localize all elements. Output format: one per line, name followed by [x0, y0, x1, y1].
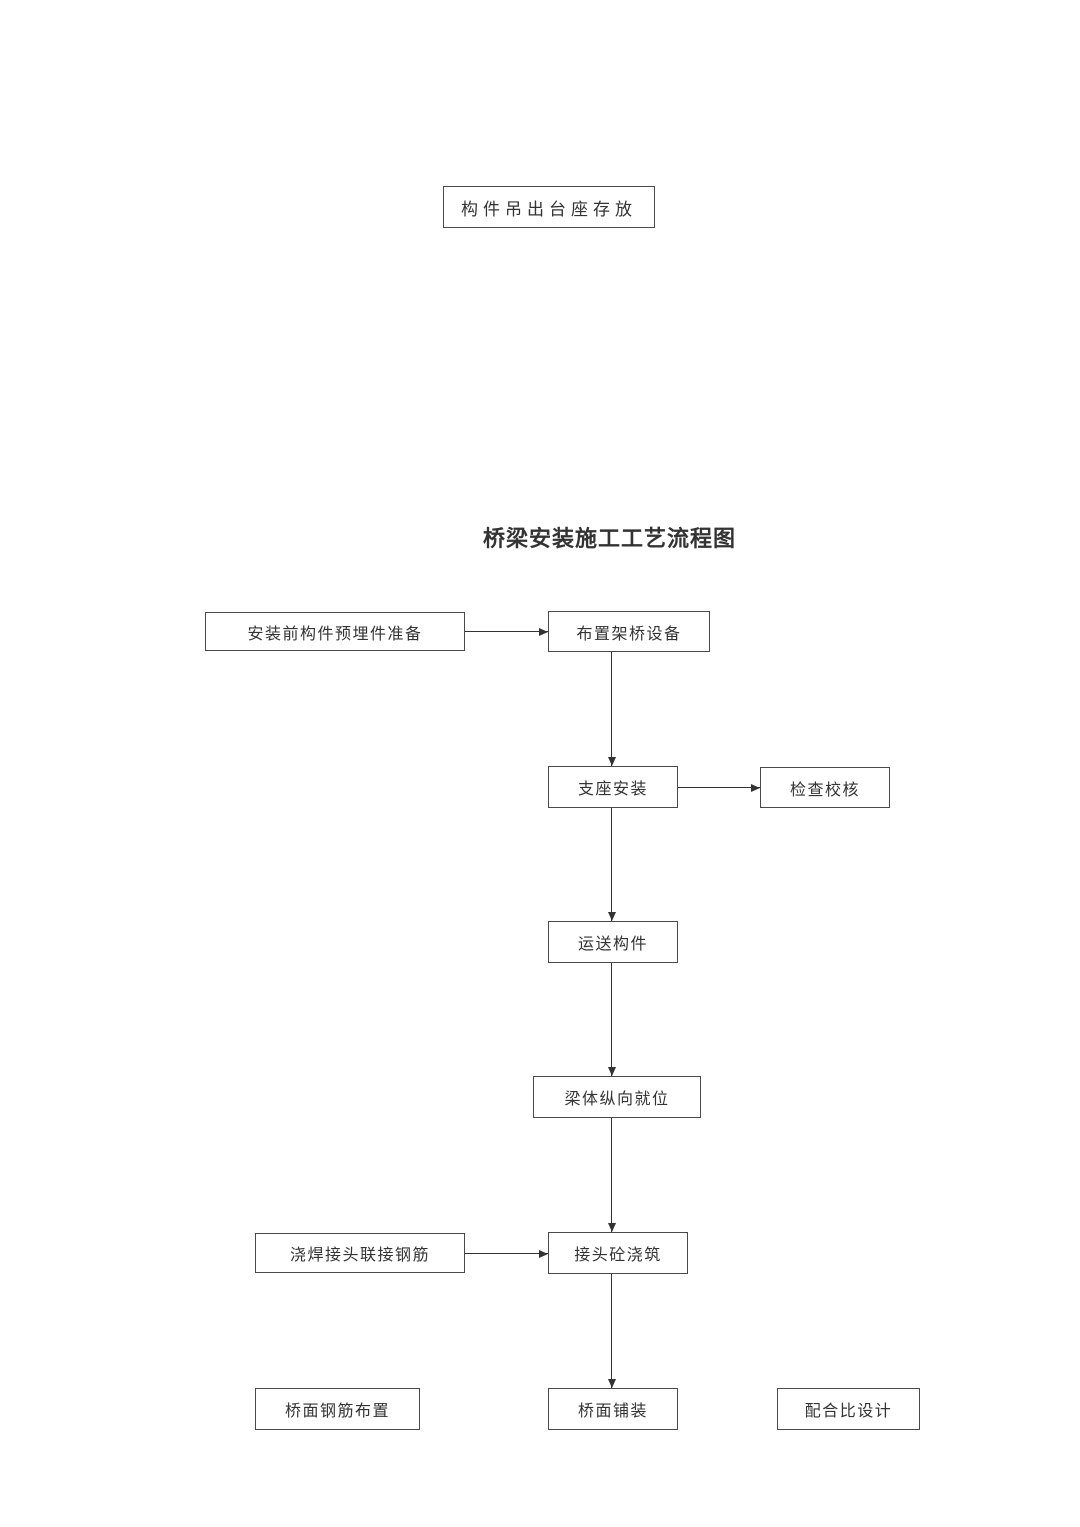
flow-box-joint-concrete-pouring: 接头砼浇筑 — [548, 1232, 688, 1274]
flowchart-title: 桥梁安装施工工艺流程图 — [483, 526, 737, 551]
flow-box-weld-joint-connecting-rebar: 浇焊接头联接钢筋 — [255, 1233, 465, 1273]
arrow-positioning-to-concrete — [607, 1118, 616, 1232]
arrow-bearing-to-transport — [607, 808, 616, 921]
flow-box-deck-paving: 桥面铺装 — [548, 1388, 678, 1430]
flow-box-deck-rebar-layout: 桥面钢筋布置 — [255, 1388, 420, 1430]
flow-box-mix-ratio-design: 配合比设计 — [777, 1388, 920, 1430]
flow-box-check-verify: 检查校核 — [760, 767, 890, 808]
flow-box-pre-install-embedded-parts-prep: 安装前构件预埋件准备 — [205, 612, 465, 651]
flow-box-transport-components: 运送构件 — [548, 921, 678, 963]
arrow-prep-to-arrange — [465, 627, 548, 636]
flow-box-bearing-installation: 支座安装 — [548, 766, 678, 808]
flow-box-component-hoist-storage: 构件吊出台座存放 — [443, 186, 655, 228]
arrow-transport-to-positioning — [607, 963, 616, 1076]
flow-box-arrange-bridge-erecting-equipment: 布置架桥设备 — [548, 611, 710, 652]
flow-box-beam-longitudinal-positioning: 梁体纵向就位 — [533, 1076, 701, 1118]
arrow-weld-to-concrete — [465, 1249, 548, 1258]
arrow-arrange-to-bearing — [607, 652, 616, 766]
arrow-concrete-to-paving — [607, 1274, 616, 1388]
arrow-bearing-to-check — [678, 783, 760, 792]
